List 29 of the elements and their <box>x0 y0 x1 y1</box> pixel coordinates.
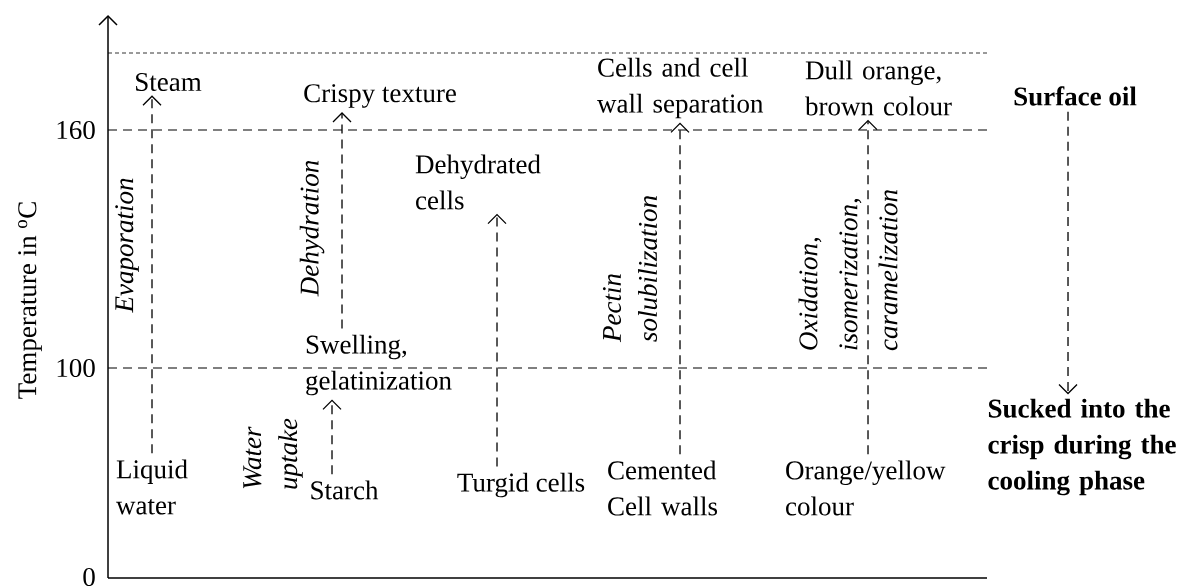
node-text: Sucked into the crisp during the cooling phase <box>988 398 1176 496</box>
arrow <box>1058 111 1078 395</box>
edge-label: Dehydration <box>299 160 325 297</box>
arrow <box>670 122 690 455</box>
node-text: Turgid cells <box>457 472 585 498</box>
arrow <box>142 95 162 454</box>
arrow <box>322 399 342 475</box>
arrow <box>487 213 507 468</box>
edge-label: Evaporation <box>115 178 139 313</box>
node-text: Cemented Cell walls <box>608 460 718 516</box>
tick-label: 0 <box>83 567 95 587</box>
node-text: Steam <box>136 72 202 92</box>
node-text: Dull orange, brown colour <box>805 60 952 116</box>
node-text: Crispy texture <box>304 84 456 108</box>
edge-label: Water uptake <box>243 418 303 489</box>
arrow <box>332 112 352 330</box>
edge-label: Pectin solubilization <box>602 196 658 343</box>
node-text: Liquid water <box>116 459 188 515</box>
edge-label: Oxidation, isomerization, caramelization <box>798 190 898 351</box>
axis-title: Temperature in $^{o}$C <box>18 202 42 399</box>
node-text: Starch <box>311 480 379 500</box>
node-text: Orange/yellow colour <box>786 460 946 516</box>
node-text: Swelling, gelatinization <box>306 334 452 396</box>
tick-label: 100 <box>57 358 95 378</box>
arrow <box>858 119 878 455</box>
node-text: Dehydrated cells <box>415 154 541 210</box>
node-text: Surface oil <box>1014 86 1137 106</box>
node-text: Cells and cell wall separation <box>597 57 764 119</box>
tick-label: 160 <box>57 120 95 140</box>
